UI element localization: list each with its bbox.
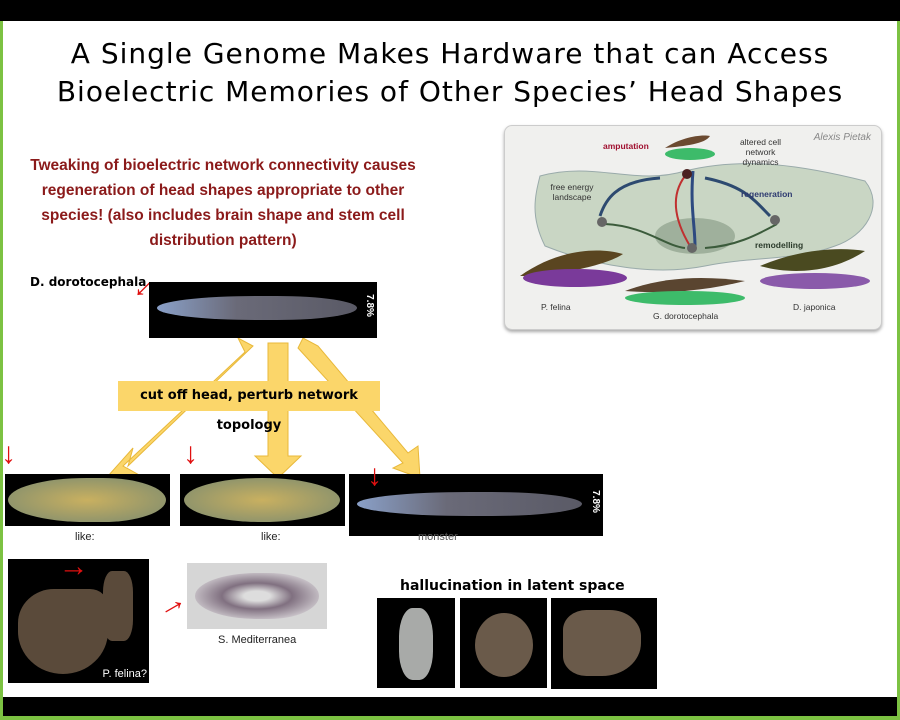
red-arrow-icon: ↓ bbox=[183, 437, 198, 470]
scale-percent: 7.8% bbox=[364, 294, 376, 317]
outcome-caption: like: bbox=[261, 531, 281, 543]
regeneration-label: regeneration bbox=[741, 189, 793, 199]
example-caption: S. Mediterranea bbox=[218, 634, 297, 646]
title-line-2: Bioelectric Memories of Other Species’ H… bbox=[56, 75, 844, 108]
p-felina-image: P. felina? bbox=[8, 559, 149, 683]
source-species-label: D. dorotocephala bbox=[30, 275, 147, 289]
outcome-image-2 bbox=[180, 474, 345, 526]
outcome-image-3: 7.8% bbox=[349, 474, 603, 536]
landscape-illustration bbox=[520, 135, 874, 305]
source-worm-image: 7.8% bbox=[149, 282, 377, 338]
title-line-1: A Single Genome Makes Hardware that can … bbox=[70, 37, 830, 70]
species-label: G. dorotocephala bbox=[653, 311, 719, 321]
energy-landscape-diagram: Alexis Pietak amputation altered cell ne… bbox=[504, 125, 882, 330]
top-letterbox bbox=[0, 0, 900, 21]
perturbation-banner: cut off head, perturb network topology bbox=[118, 381, 380, 433]
latent-image-2 bbox=[460, 598, 547, 688]
scale-percent: 7.8% bbox=[590, 490, 602, 513]
amputation-label: amputation bbox=[603, 141, 649, 151]
s-mediterranea-image bbox=[187, 563, 327, 629]
species-label: P. felina bbox=[541, 302, 571, 312]
species-label: D. japonica bbox=[793, 302, 836, 312]
worm bbox=[157, 296, 357, 320]
red-arrow-icon: ↓ bbox=[154, 593, 191, 623]
slide: A Single Genome Makes Hardware that can … bbox=[1, 21, 897, 697]
latent-image-1 bbox=[377, 598, 455, 688]
outcome-caption: monster bbox=[418, 531, 458, 543]
bottom-letterbox bbox=[3, 697, 897, 716]
remodelling-label: remodelling bbox=[755, 240, 804, 250]
outcome-image-1 bbox=[5, 474, 170, 526]
intro-text: Tweaking of bioelectric network connecti… bbox=[30, 157, 416, 249]
outcome-caption: like: bbox=[75, 531, 95, 543]
red-arrow-icon: ↓ bbox=[1, 437, 16, 470]
credit: Alexis Pietak bbox=[813, 132, 871, 143]
red-arrow-icon: ↓ bbox=[367, 459, 382, 492]
slide-title: A Single Genome Makes Hardware that can … bbox=[3, 35, 897, 111]
landscape-label: free energy landscape bbox=[550, 182, 594, 202]
latent-image-3 bbox=[551, 598, 657, 689]
altered-dynamics-label: altered cell network dynamics bbox=[739, 137, 782, 167]
example-caption: P. felina? bbox=[102, 668, 147, 680]
latent-heading: hallucination in latent space bbox=[400, 578, 625, 594]
red-arrow-icon: ↓ bbox=[55, 563, 89, 579]
